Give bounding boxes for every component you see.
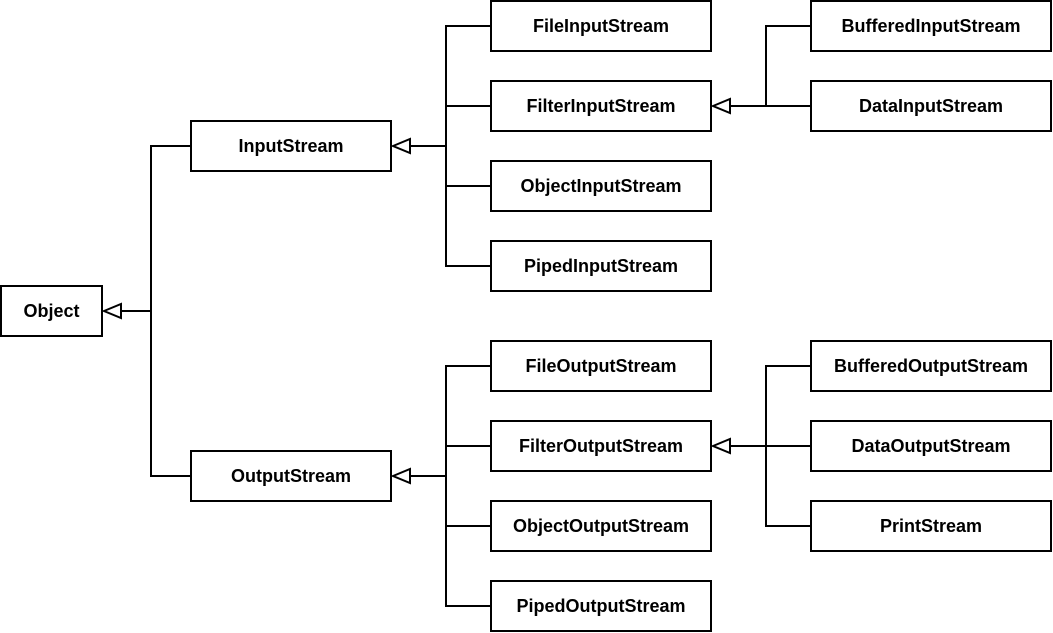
node-dataoutputstream: DataOutputStream — [810, 420, 1052, 472]
node-label: PipedInputStream — [524, 256, 678, 276]
edge-inputstream-children — [390, 25, 491, 267]
node-label: PrintStream — [880, 516, 982, 536]
inheritance-arrow — [390, 137, 411, 155]
node-label: BufferedOutputStream — [834, 356, 1028, 376]
node-label: FileInputStream — [533, 16, 669, 36]
node-label: ObjectInputStream — [520, 176, 681, 196]
node-bufferedoutputstream: BufferedOutputStream — [810, 340, 1052, 392]
node-label: FilterInputStream — [526, 96, 675, 116]
node-label: FilterOutputStream — [519, 436, 683, 456]
node-printstream: PrintStream — [810, 500, 1052, 552]
node-label: OutputStream — [231, 466, 351, 486]
inheritance-arrow — [710, 437, 731, 455]
edge-filterinputstream-children — [710, 25, 811, 115]
node-fileoutputstream: FileOutputStream — [490, 340, 712, 392]
node-label: FileOutputStream — [525, 356, 676, 376]
node-label: DataOutputStream — [851, 436, 1010, 456]
inheritance-arrow — [101, 302, 122, 320]
node-object: Object — [0, 285, 103, 337]
node-label: BufferedInputStream — [841, 16, 1020, 36]
edge-object-children — [101, 145, 191, 477]
node-label: ObjectOutputStream — [513, 516, 689, 536]
inheritance-arrow — [710, 97, 731, 115]
node-label: Object — [23, 301, 79, 321]
node-filteroutputstream: FilterOutputStream — [490, 420, 712, 472]
node-datainputstream: DataInputStream — [810, 80, 1052, 132]
node-filterinputstream: FilterInputStream — [490, 80, 712, 132]
node-pipedinputstream: PipedInputStream — [490, 240, 712, 292]
node-label: DataInputStream — [859, 96, 1003, 116]
node-objectinputstream: ObjectInputStream — [490, 160, 712, 212]
node-inputstream: InputStream — [190, 120, 392, 172]
node-label: InputStream — [238, 136, 343, 156]
node-pipedoutputstream: PipedOutputStream — [490, 580, 712, 632]
node-bufferedinputstream: BufferedInputStream — [810, 0, 1052, 52]
node-label: PipedOutputStream — [516, 596, 685, 616]
node-objectoutputstream: ObjectOutputStream — [490, 500, 712, 552]
edge-filteroutputstream-children — [710, 365, 811, 527]
node-outputstream: OutputStream — [190, 450, 392, 502]
node-fileinputstream: FileInputStream — [490, 0, 712, 52]
edge-outputstream-children — [390, 365, 491, 607]
inheritance-arrow — [390, 467, 411, 485]
